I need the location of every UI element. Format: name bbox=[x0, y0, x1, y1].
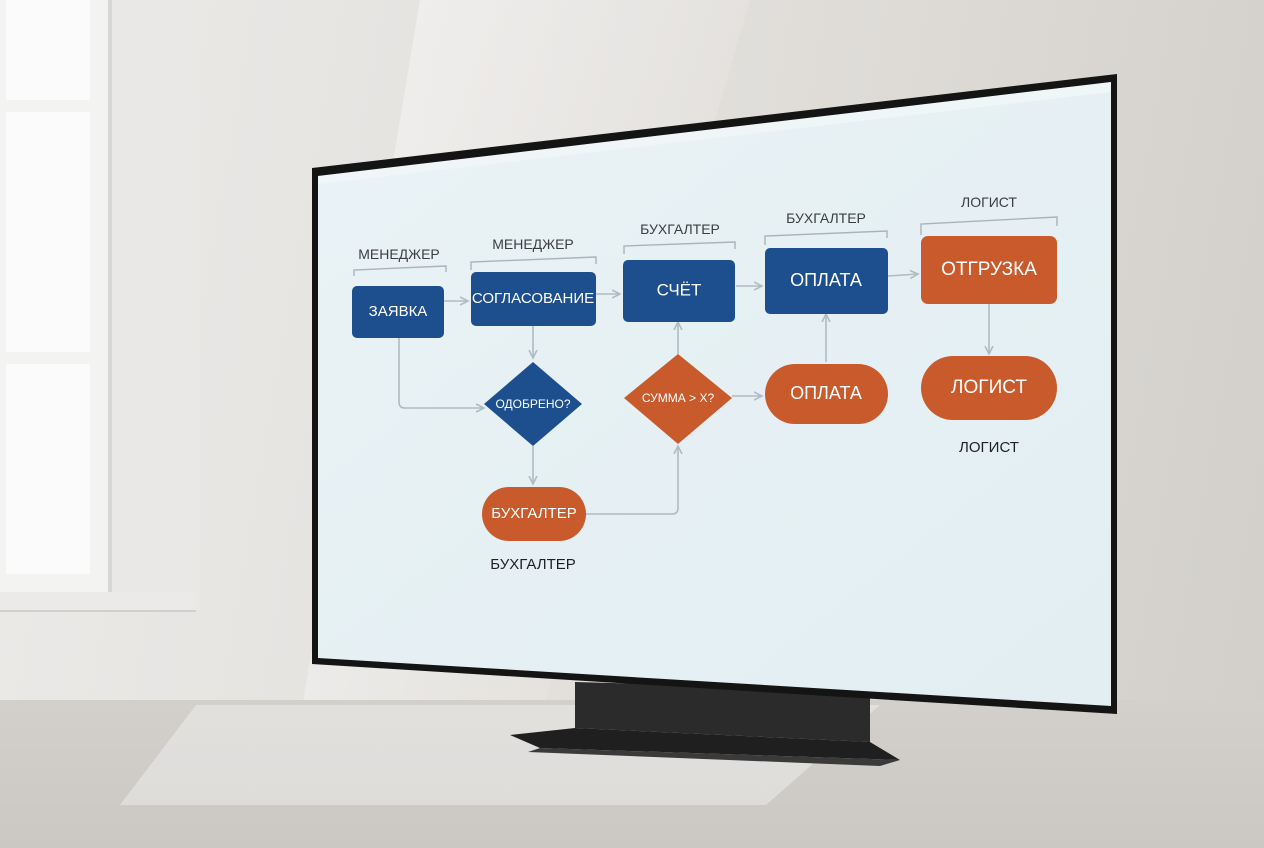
decision-diamonds bbox=[484, 354, 732, 446]
node-request-label: ЗАЯВКА bbox=[369, 303, 428, 320]
node-invoice-box bbox=[623, 260, 735, 322]
lane-label-manager-1: МЕНЕДЖЕР bbox=[358, 246, 440, 262]
lane-label-accountant-2: БУХГАЛТЕР bbox=[786, 210, 866, 226]
lane-bracket-accountant-2 bbox=[764, 230, 888, 245]
caption-logist: ЛОГИСТ bbox=[959, 439, 1019, 456]
connector-payment-shipment bbox=[887, 274, 918, 276]
connectors bbox=[398, 274, 989, 515]
node-accountant-pill bbox=[482, 487, 586, 541]
terminal-pills bbox=[482, 356, 1057, 541]
caption-accountant: БУХГАЛТЕР bbox=[490, 556, 576, 573]
tv-stand bbox=[510, 682, 900, 766]
node-approval-label: СОГЛАСОВАНИЕ bbox=[472, 290, 594, 307]
node-payment-top-label: ОПЛАТА bbox=[790, 270, 862, 290]
node-approval-box bbox=[471, 272, 596, 326]
window-pane bbox=[6, 364, 90, 574]
node-shipment-label: ОТГРУЗКА bbox=[941, 259, 1037, 280]
node-request-box bbox=[352, 286, 444, 338]
lane-label-logist-1: ЛОГИСТ bbox=[961, 194, 1017, 210]
lane-bracket-logist-1 bbox=[920, 216, 1058, 235]
window-frame bbox=[0, 0, 112, 600]
node-amount-diamond bbox=[624, 354, 732, 444]
lane-bracket-manager-1 bbox=[353, 265, 447, 276]
lane-bracket-manager-2 bbox=[470, 256, 597, 270]
node-payment-bottom-label: ОПЛАТА bbox=[790, 383, 862, 403]
node-amount-label: СУММА > X? bbox=[642, 391, 715, 405]
connector-request-decision bbox=[398, 338, 484, 408]
node-logist-pill bbox=[921, 356, 1057, 420]
node-accountant-label: БУХГАЛТЕР bbox=[491, 505, 577, 522]
node-approved-label: ОДОБРЕНО? bbox=[495, 397, 570, 411]
node-logist-label: ЛОГИСТ bbox=[951, 377, 1027, 398]
lane-label-manager-2: МЕНЕДЖЕР bbox=[492, 236, 574, 252]
connector-accountant-amount bbox=[586, 446, 678, 515]
lane-brackets bbox=[353, 216, 1058, 276]
lane-bracket-accountant-1 bbox=[623, 241, 736, 254]
node-payment-bottom-pill bbox=[765, 364, 888, 424]
window-sill bbox=[0, 592, 196, 612]
window-pane bbox=[6, 112, 90, 352]
lane-label-accountant-1: БУХГАЛТЕР bbox=[640, 221, 720, 237]
process-boxes bbox=[352, 236, 1057, 338]
window-pane bbox=[6, 0, 90, 100]
node-approved-diamond bbox=[484, 362, 582, 446]
node-payment-top-box bbox=[765, 248, 888, 314]
node-shipment-box bbox=[921, 236, 1057, 304]
node-invoice-label: СЧЁТ bbox=[657, 280, 702, 299]
